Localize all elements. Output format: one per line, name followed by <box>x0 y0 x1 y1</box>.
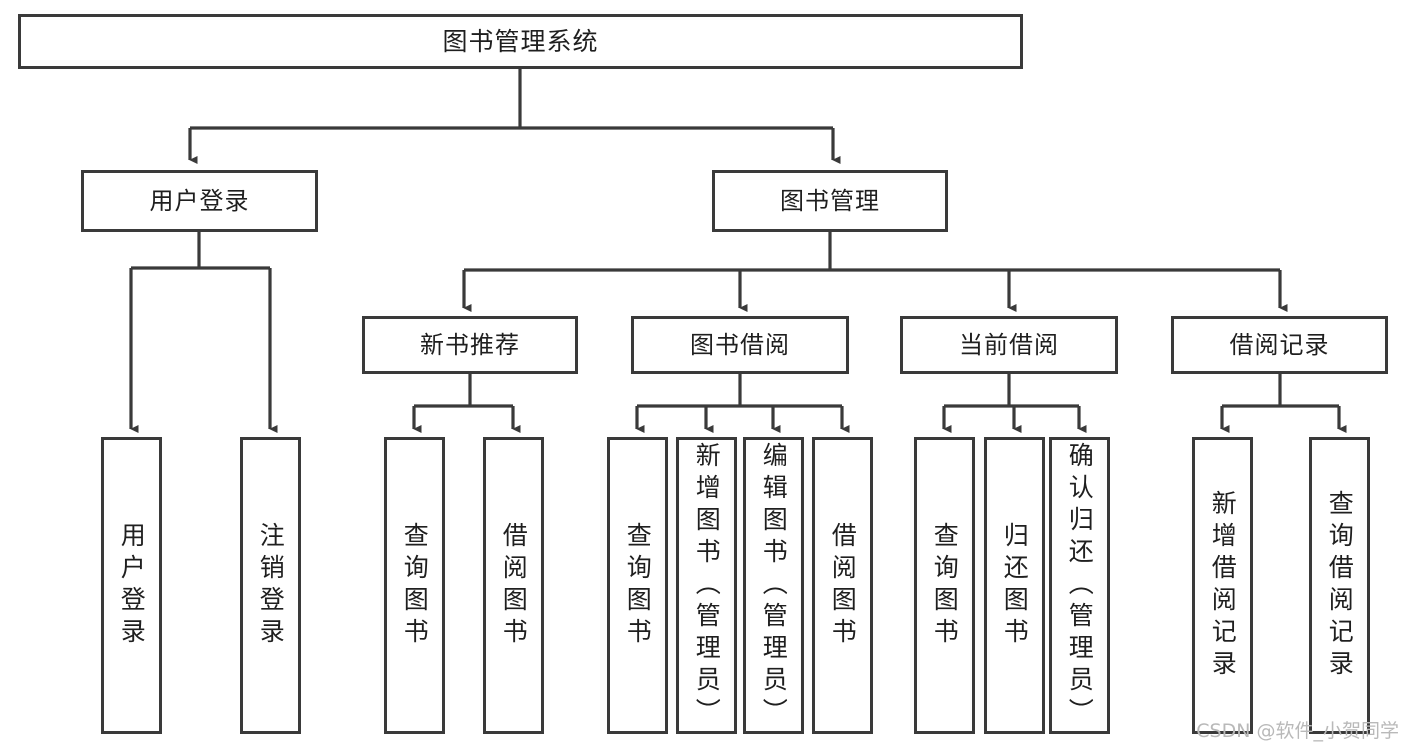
node-leaf-confirm-return[interactable]: 确认归还（管理员） <box>1049 437 1110 734</box>
node-leaf-add-book[interactable]: 新增图书（管理员） <box>676 437 737 734</box>
node-new-book-recommend[interactable]: 新书推荐 <box>362 316 578 374</box>
node-label: 用户登录 <box>117 521 147 650</box>
node-current-borrow[interactable]: 当前借阅 <box>900 316 1118 374</box>
node-leaf-borrow-book-recommend[interactable]: 借阅图书 <box>483 437 544 734</box>
node-leaf-query-book-recommend[interactable]: 查询图书 <box>384 437 445 734</box>
node-label: 用户登录 <box>149 186 250 215</box>
node-leaf-user-login[interactable]: 用户登录 <box>101 437 162 734</box>
node-label: 确认归还（管理员） <box>1065 441 1095 730</box>
node-label: 新书推荐 <box>420 330 520 359</box>
node-borrow-record[interactable]: 借阅记录 <box>1171 316 1388 374</box>
node-leaf-query-book-current[interactable]: 查询图书 <box>914 437 975 734</box>
node-label: 当前借阅 <box>959 330 1059 359</box>
node-book-manage[interactable]: 图书管理 <box>712 170 948 232</box>
node-label: 借阅图书 <box>499 521 529 650</box>
node-leaf-query-borrow-record[interactable]: 查询借阅记录 <box>1309 437 1370 734</box>
node-label: 编辑图书（管理员） <box>759 441 789 730</box>
node-root-system[interactable]: 图书管理系统 <box>18 14 1023 69</box>
csdn-watermark: CSDN @软件_小贺同学 <box>1196 720 1399 742</box>
node-label: 查询图书 <box>623 521 653 650</box>
node-leaf-edit-book[interactable]: 编辑图书（管理员） <box>743 437 804 734</box>
node-label: 新增图书（管理员） <box>692 441 722 730</box>
node-label: 注销登录 <box>256 521 286 650</box>
node-leaf-return-book[interactable]: 归还图书 <box>984 437 1045 734</box>
node-label: 借阅记录 <box>1229 330 1330 359</box>
node-label: 借阅图书 <box>828 521 858 650</box>
node-leaf-query-book-borrow[interactable]: 查询图书 <box>607 437 668 734</box>
node-book-borrow[interactable]: 图书借阅 <box>631 316 849 374</box>
node-leaf-add-borrow-record[interactable]: 新增借阅记录 <box>1192 437 1253 734</box>
node-leaf-borrow-book[interactable]: 借阅图书 <box>812 437 873 734</box>
node-label: 查询图书 <box>930 521 960 650</box>
node-label: 归还图书 <box>1000 521 1030 650</box>
node-label: 查询图书 <box>400 521 430 650</box>
node-leaf-user-logout[interactable]: 注销登录 <box>240 437 301 734</box>
node-label: 图书借阅 <box>690 330 790 359</box>
node-label: 图书管理 <box>780 186 880 215</box>
node-user-login[interactable]: 用户登录 <box>81 170 318 232</box>
node-label: 新增借阅记录 <box>1208 489 1238 682</box>
node-label: 图书管理系统 <box>442 26 599 56</box>
node-label: 查询借阅记录 <box>1325 489 1355 682</box>
